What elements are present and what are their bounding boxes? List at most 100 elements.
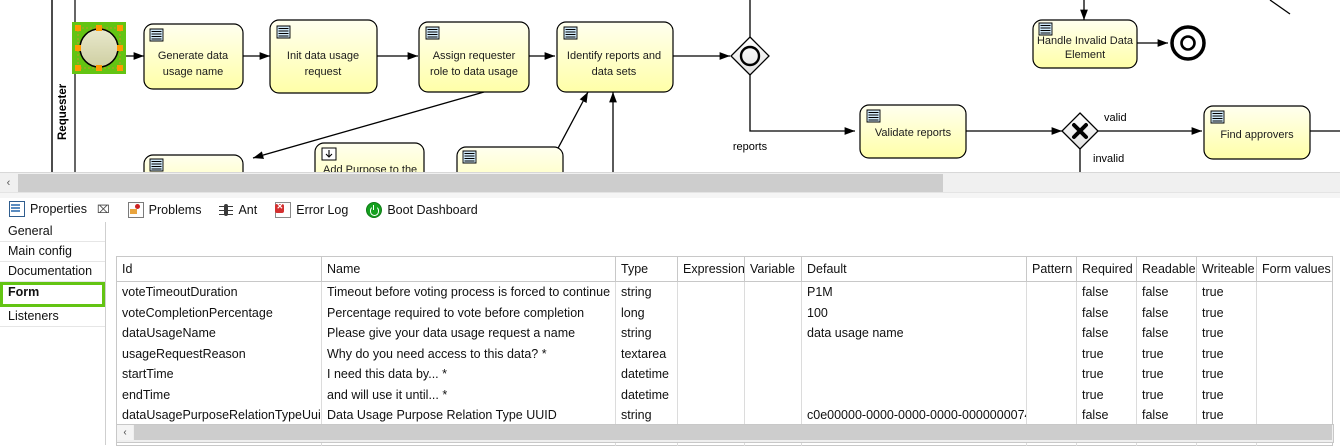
scroll-left-arrow-icon[interactable]: ‹ (0, 173, 17, 193)
cell-expression[interactable] (677, 343, 745, 364)
cell-variable[interactable] (744, 405, 802, 426)
cell-required[interactable]: false (1076, 302, 1137, 323)
cell-id[interactable]: voteCompletionPercentage (116, 302, 322, 323)
cell-readable[interactable]: true (1136, 384, 1197, 405)
cell-expression[interactable] (677, 405, 745, 426)
column-header-writeable[interactable]: Writeable (1196, 256, 1257, 282)
property-tab-general[interactable]: General (0, 222, 105, 242)
cell-form_values[interactable] (1256, 384, 1333, 405)
column-header-readable[interactable]: Readable (1136, 256, 1197, 282)
cell-default[interactable]: 100 (801, 302, 1027, 323)
cell-name[interactable]: and will use it until... * (321, 384, 616, 405)
cell-variable[interactable] (744, 364, 802, 385)
cell-type[interactable]: long (615, 302, 678, 323)
cell-writeable[interactable]: true (1196, 405, 1257, 426)
cell-expression[interactable] (677, 364, 745, 385)
cell-id[interactable]: voteTimeoutDuration (116, 281, 322, 303)
cell-default[interactable] (801, 384, 1027, 405)
property-tab-main-config[interactable]: Main config (0, 242, 105, 262)
cell-name[interactable]: Percentage required to vote before compl… (321, 302, 616, 323)
cell-pattern[interactable] (1026, 384, 1077, 405)
cell-required[interactable]: false (1076, 323, 1137, 344)
column-header-name[interactable]: Name (321, 256, 616, 282)
cell-pattern[interactable] (1026, 281, 1077, 303)
cell-required[interactable]: false (1076, 281, 1137, 303)
cell-type[interactable]: datetime (615, 364, 678, 385)
cell-writeable[interactable]: true (1196, 343, 1257, 364)
cell-type[interactable]: string (615, 281, 678, 303)
cell-id[interactable]: usageRequestReason (116, 343, 322, 364)
cell-readable[interactable]: false (1136, 323, 1197, 344)
tab-error-log[interactable]: Error Log (266, 199, 357, 222)
column-header-pattern[interactable]: Pattern (1026, 256, 1077, 282)
scrollbar-thumb[interactable] (134, 425, 1332, 440)
cell-default[interactable]: P1M (801, 281, 1027, 303)
cell-name[interactable]: Data Usage Purpose Relation Type UUID (321, 405, 616, 426)
close-icon[interactable]: ⌧ (96, 203, 110, 216)
cell-form_values[interactable] (1256, 323, 1333, 344)
column-header-default[interactable]: Default (801, 256, 1027, 282)
scroll-left-arrow-icon[interactable]: ‹ (117, 425, 133, 440)
cell-writeable[interactable]: true (1196, 302, 1257, 323)
cell-writeable[interactable]: true (1196, 384, 1257, 405)
cell-required[interactable]: true (1076, 384, 1137, 405)
cell-writeable[interactable]: true (1196, 364, 1257, 385)
cell-expression[interactable] (677, 323, 745, 344)
tab-problems[interactable]: Problems (119, 199, 211, 222)
cell-readable[interactable]: false (1136, 302, 1197, 323)
cell-form_values[interactable] (1256, 405, 1333, 426)
cell-variable[interactable] (744, 384, 802, 405)
cell-pattern[interactable] (1026, 323, 1077, 344)
column-header-required[interactable]: Required (1076, 256, 1137, 282)
cell-type[interactable]: string (615, 323, 678, 344)
cell-pattern[interactable] (1026, 405, 1077, 426)
cell-expression[interactable] (677, 384, 745, 405)
cell-type[interactable]: datetime (615, 384, 678, 405)
cell-default[interactable] (801, 364, 1027, 385)
form-table-horizontal-scrollbar[interactable]: ‹ (116, 424, 1334, 443)
property-tab-listeners[interactable]: Listeners (0, 307, 105, 327)
tab-properties[interactable]: Properties ⌧ (0, 198, 119, 223)
diagram-horizontal-scrollbar[interactable]: ‹ (0, 172, 1340, 193)
property-tab-form[interactable]: Form (0, 282, 105, 307)
tab-boot-dashboard[interactable]: Boot Dashboard (357, 199, 486, 222)
cell-required[interactable]: true (1076, 343, 1137, 364)
cell-form_values[interactable] (1256, 364, 1333, 385)
cell-variable[interactable] (744, 343, 802, 364)
cell-id[interactable]: endTime (116, 384, 322, 405)
cell-id[interactable]: dataUsagePurposeRelationTypeUuid (116, 405, 322, 426)
cell-default[interactable] (801, 343, 1027, 364)
cell-name[interactable]: I need this data by... * (321, 364, 616, 385)
cell-form_values[interactable] (1256, 281, 1333, 303)
cell-name[interactable]: Please give your data usage request a na… (321, 323, 616, 344)
cell-id[interactable]: startTime (116, 364, 322, 385)
cell-variable[interactable] (744, 302, 802, 323)
cell-readable[interactable]: false (1136, 281, 1197, 303)
cell-expression[interactable] (677, 281, 745, 303)
tab-ant[interactable]: Ant (210, 199, 266, 222)
cell-readable[interactable]: true (1136, 364, 1197, 385)
cell-pattern[interactable] (1026, 302, 1077, 323)
column-header-id[interactable]: Id (116, 256, 322, 282)
cell-writeable[interactable]: true (1196, 281, 1257, 303)
cell-readable[interactable]: false (1136, 405, 1197, 426)
cell-type[interactable]: textarea (615, 343, 678, 364)
cell-required[interactable]: false (1076, 405, 1137, 426)
cell-form_values[interactable] (1256, 302, 1333, 323)
cell-variable[interactable] (744, 281, 802, 303)
cell-required[interactable]: true (1076, 364, 1137, 385)
cell-form_values[interactable] (1256, 343, 1333, 364)
cell-type[interactable]: string (615, 405, 678, 426)
cell-writeable[interactable]: true (1196, 323, 1257, 344)
scrollbar-thumb[interactable] (18, 174, 943, 192)
column-header-form_values[interactable]: Form values (1256, 256, 1333, 282)
cell-default[interactable]: data usage name (801, 323, 1027, 344)
cell-pattern[interactable] (1026, 343, 1077, 364)
cell-expression[interactable] (677, 302, 745, 323)
